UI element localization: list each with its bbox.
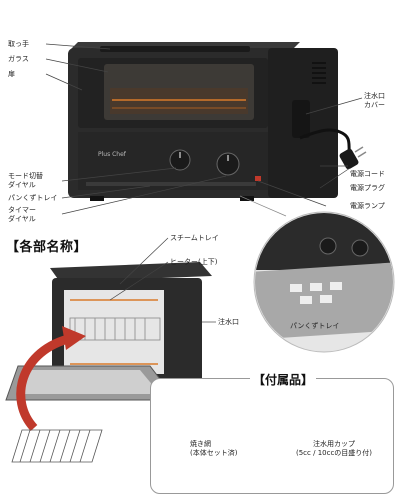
label-steam-tray: スチームトレイ (170, 234, 219, 242)
label-mode-dial: モード切替 ダイヤル (8, 172, 43, 189)
label-glass: ガラス (8, 55, 29, 63)
timer-dial-knob (216, 152, 240, 176)
power-lamp (255, 176, 261, 181)
power-plug (339, 148, 359, 170)
label-door: 扉 (8, 70, 15, 78)
label-crumb-tray: パンくずトレイ (8, 194, 58, 202)
oven-handle (100, 46, 250, 52)
label-handle: 取っ手 (8, 40, 29, 48)
water-inlet-cover (292, 100, 310, 138)
crumb-tray (86, 182, 256, 186)
label-power-lamp: 電源ランプ (350, 202, 385, 210)
cup-marks: 10cc 5cc (325, 414, 337, 426)
label-crumb-tray-zoom: パンくずトレイ (290, 322, 340, 330)
mode-dial-knob (169, 149, 191, 171)
label-power-plug: 電源プラグ (350, 184, 385, 192)
side-vent (312, 62, 326, 84)
label-cup: 注水用カップ (5cc / 10ccの目盛り付) (296, 440, 373, 457)
accessories-heading: 【付属品】 (250, 371, 317, 388)
rack-accessory-left (11, 429, 103, 463)
section-heading: 【各部名称】 (6, 240, 88, 255)
label-water-cover: 注水口 カバー (364, 92, 385, 109)
label-water-inlet: 注水口 (218, 318, 239, 326)
brand-logo: Plus Chef (98, 151, 127, 158)
label-power-cord: 電源コード (350, 170, 385, 178)
label-heater: ヒーター(上下) (170, 258, 218, 266)
label-timer-dial: タイマー ダイヤル (8, 206, 36, 223)
open-oven-illustration (5, 262, 212, 432)
red-arrow (16, 333, 74, 432)
accessories-box (150, 378, 394, 494)
label-rack: 焼き網 (本体セット済) (190, 440, 238, 457)
